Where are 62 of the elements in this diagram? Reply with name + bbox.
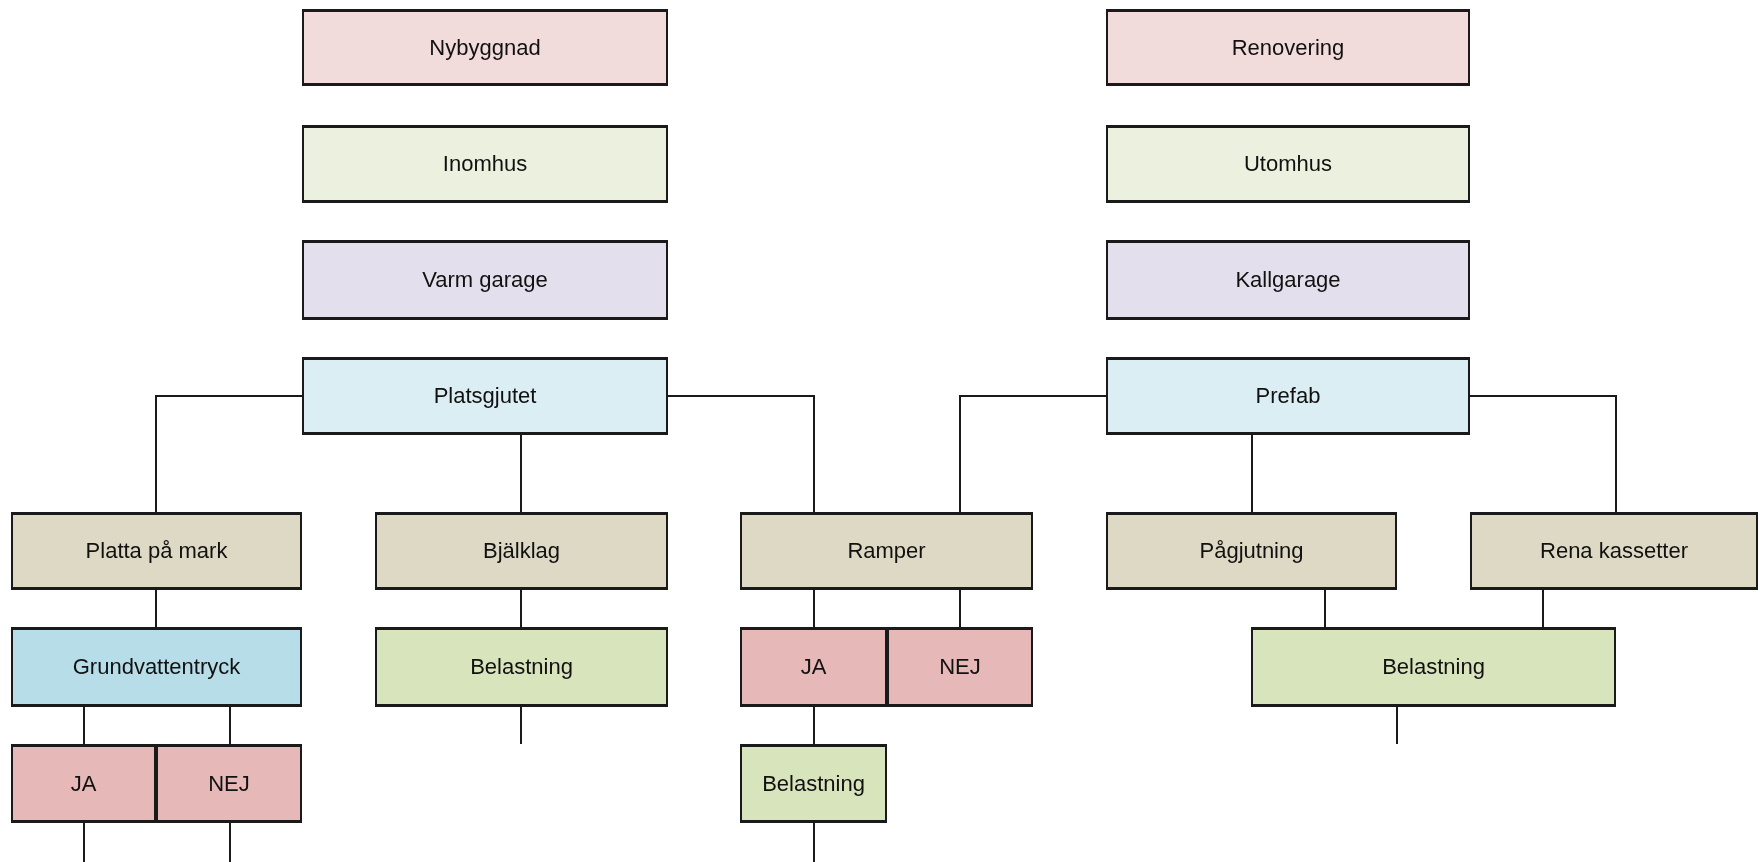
box-label: Belastning: [470, 654, 573, 680]
category-box: [302, 240, 668, 320]
category-box: [11, 512, 302, 590]
category-box: [1106, 512, 1397, 590]
box-label: Prefab: [1255, 383, 1321, 409]
connector-line: [520, 706, 522, 745]
category-box: [302, 357, 668, 435]
connector-line: [1469, 395, 1617, 513]
category-box: [740, 512, 1033, 590]
connector-line: [1251, 434, 1253, 513]
connector-line: [813, 589, 815, 628]
connector-line: [1542, 589, 1544, 628]
connector-line: [959, 395, 1107, 513]
category-box: [740, 744, 887, 823]
category-box: [11, 744, 156, 823]
category-box: [887, 627, 1033, 707]
category-box: [1106, 9, 1470, 86]
category-box: [302, 9, 668, 86]
box-label: Rena kassetter: [1540, 538, 1688, 564]
category-box: [375, 627, 668, 707]
connector-line: [83, 822, 85, 862]
box-label: NEJ: [208, 770, 250, 797]
box-label: Belastning: [762, 770, 865, 797]
connector-line: [520, 589, 522, 628]
category-box: [1106, 240, 1470, 320]
box-label: Inomhus: [442, 151, 528, 177]
box-label: Platsgjutet: [433, 383, 537, 409]
box-label: Platta på mark: [85, 538, 228, 564]
category-box: [11, 627, 302, 707]
box-label: JA: [800, 654, 827, 680]
connector-line: [83, 706, 85, 745]
box-label: JA: [70, 770, 97, 797]
connector-line: [813, 822, 815, 862]
box-label: Renovering: [1231, 34, 1345, 61]
box-label: Varm garage: [422, 267, 548, 293]
category-box: [1106, 357, 1470, 435]
category-box: [1251, 627, 1616, 707]
box-label: Nybyggnad: [429, 34, 541, 61]
box-label: Ramper: [847, 538, 926, 564]
box-label: Bjälklag: [482, 538, 560, 564]
connector-line: [229, 706, 231, 745]
connector-line: [155, 589, 157, 628]
box-label: Belastning: [1382, 654, 1485, 680]
category-box: [375, 512, 668, 590]
connector-line: [1396, 706, 1398, 745]
category-box: [302, 125, 668, 203]
connector-line: [813, 706, 815, 745]
connector-line: [959, 589, 961, 628]
connector-line: [1324, 589, 1326, 628]
box-label: Pågjutning: [1199, 538, 1304, 564]
box-label: Utomhus: [1243, 151, 1332, 177]
category-box: [1106, 125, 1470, 203]
connector-line: [229, 822, 231, 862]
category-box: [740, 627, 887, 707]
box-label: Kallgarage: [1235, 267, 1341, 293]
category-box: [1470, 512, 1758, 590]
connector-line: [520, 434, 522, 513]
box-label: Grundvattentryck: [72, 654, 241, 680]
box-label: NEJ: [939, 654, 981, 680]
category-box: [156, 744, 302, 823]
connector-line: [155, 395, 303, 513]
connector-line: [667, 395, 815, 513]
